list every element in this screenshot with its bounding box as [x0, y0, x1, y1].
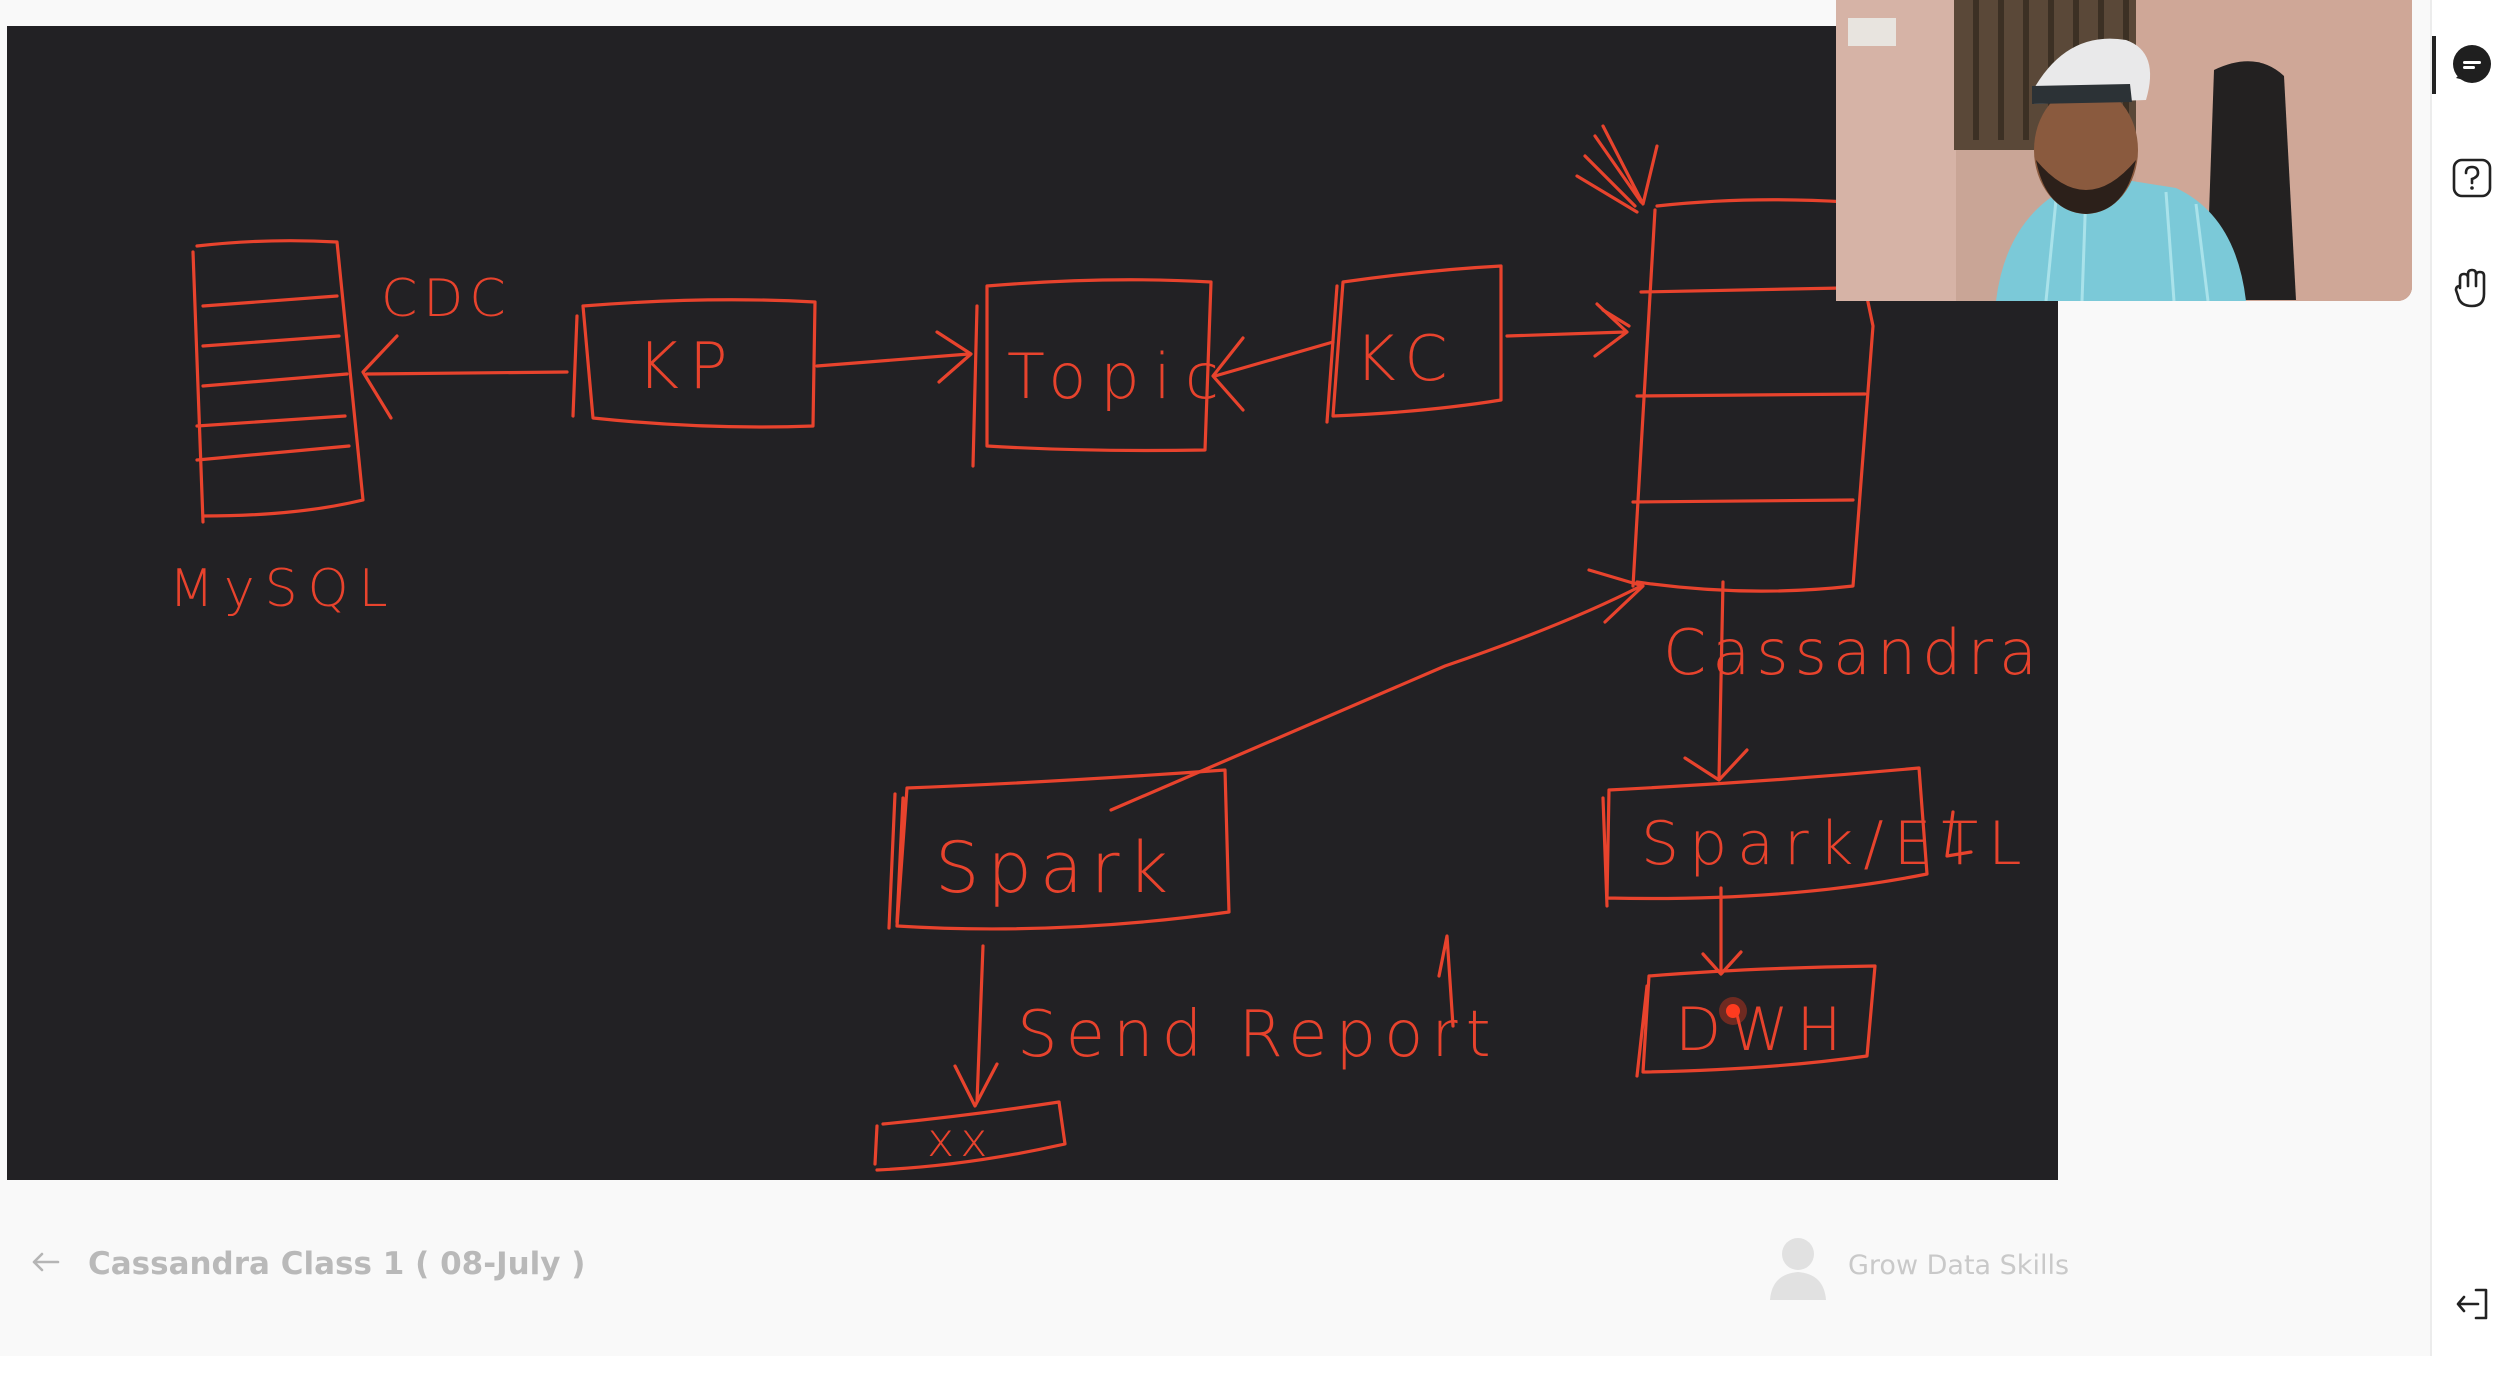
arrow-head-mysql — [361, 334, 399, 420]
cassandra-table-shape — [1575, 124, 1875, 593]
avatar — [1766, 1232, 1830, 1300]
spark-box — [887, 768, 1231, 931]
chat-button[interactable] — [2446, 38, 2498, 90]
arrow-head-dwh — [1701, 950, 1743, 976]
leave-button[interactable] — [2446, 1278, 2498, 1330]
footer-strip — [0, 1356, 2510, 1394]
arrow-head-cassandra — [1593, 302, 1629, 358]
whiteboard: MySQL CDC KP Topic KC — [7, 26, 2058, 1180]
arrow-kp-mysql — [365, 370, 569, 376]
session-info-bar: Cassandra Class 1 ( 08-July ) Grow Data … — [0, 1210, 2069, 1320]
arrow-kp-topic — [815, 352, 971, 368]
question-icon — [2452, 158, 2492, 198]
topic-label: Topic — [1007, 340, 1233, 413]
send-report-label: Send Report — [1017, 998, 1499, 1072]
arrow-cassandra-etl — [1717, 580, 1725, 780]
arrow-head-topic-2 — [1211, 336, 1245, 412]
spark-etl-box — [1601, 766, 1929, 908]
dwh-label: DWH — [1675, 995, 1850, 1065]
presenter-video-icon — [1836, 0, 2412, 301]
right-sidebar — [2430, 0, 2510, 1356]
presenter-webcam — [1836, 0, 2412, 301]
kc-label: KC — [1355, 322, 1460, 395]
laser-pointer — [1726, 1004, 1740, 1018]
exit-icon — [2456, 1288, 2488, 1320]
kp-label: KP — [637, 330, 738, 404]
mysql-table-shape — [191, 239, 365, 524]
spark-etl-label: Spark/ETL — [1641, 809, 2032, 879]
arrow-head-xx — [953, 1062, 999, 1108]
arrow-kc-cassandra — [1505, 330, 1627, 338]
cdc-label: CDC — [381, 269, 512, 329]
active-indicator — [2432, 36, 2436, 94]
dwh-box — [1635, 964, 1877, 1078]
arrow-spark-cassandra — [1109, 584, 1643, 812]
raise-hand-button[interactable] — [2446, 262, 2498, 314]
main-area: MySQL CDC KP Topic KC — [0, 0, 2412, 1320]
topic-box — [971, 278, 1213, 468]
mysql-label: MySQL — [169, 559, 398, 619]
xx-box — [873, 1100, 1067, 1172]
kc-box — [1325, 264, 1503, 424]
xx-label: xx — [927, 1113, 993, 1167]
session-title: Cassandra Class 1 ( 08-July ) — [88, 1246, 586, 1282]
whiteboard-drawing: MySQL CDC KP Topic KC — [169, 124, 2043, 1172]
arrow-head-topic — [935, 330, 973, 384]
questions-button[interactable] — [2446, 152, 2498, 204]
arrow-kc-topic — [1213, 340, 1335, 378]
arrow-head-cassandra-2 — [1587, 568, 1645, 624]
back-arrow-icon[interactable] — [28, 1244, 64, 1280]
arrow-head-etl — [1683, 748, 1749, 782]
kp-box — [571, 298, 817, 429]
spark-label: Spark — [935, 827, 1176, 909]
cassandra-label: Cassandra — [1663, 616, 2043, 689]
hand-icon — [2454, 268, 2486, 308]
chat-bubble-icon — [2453, 45, 2491, 83]
arrow-spark-xx — [975, 944, 985, 1104]
presenter-name: Grow Data Skills — [1848, 1250, 2070, 1281]
